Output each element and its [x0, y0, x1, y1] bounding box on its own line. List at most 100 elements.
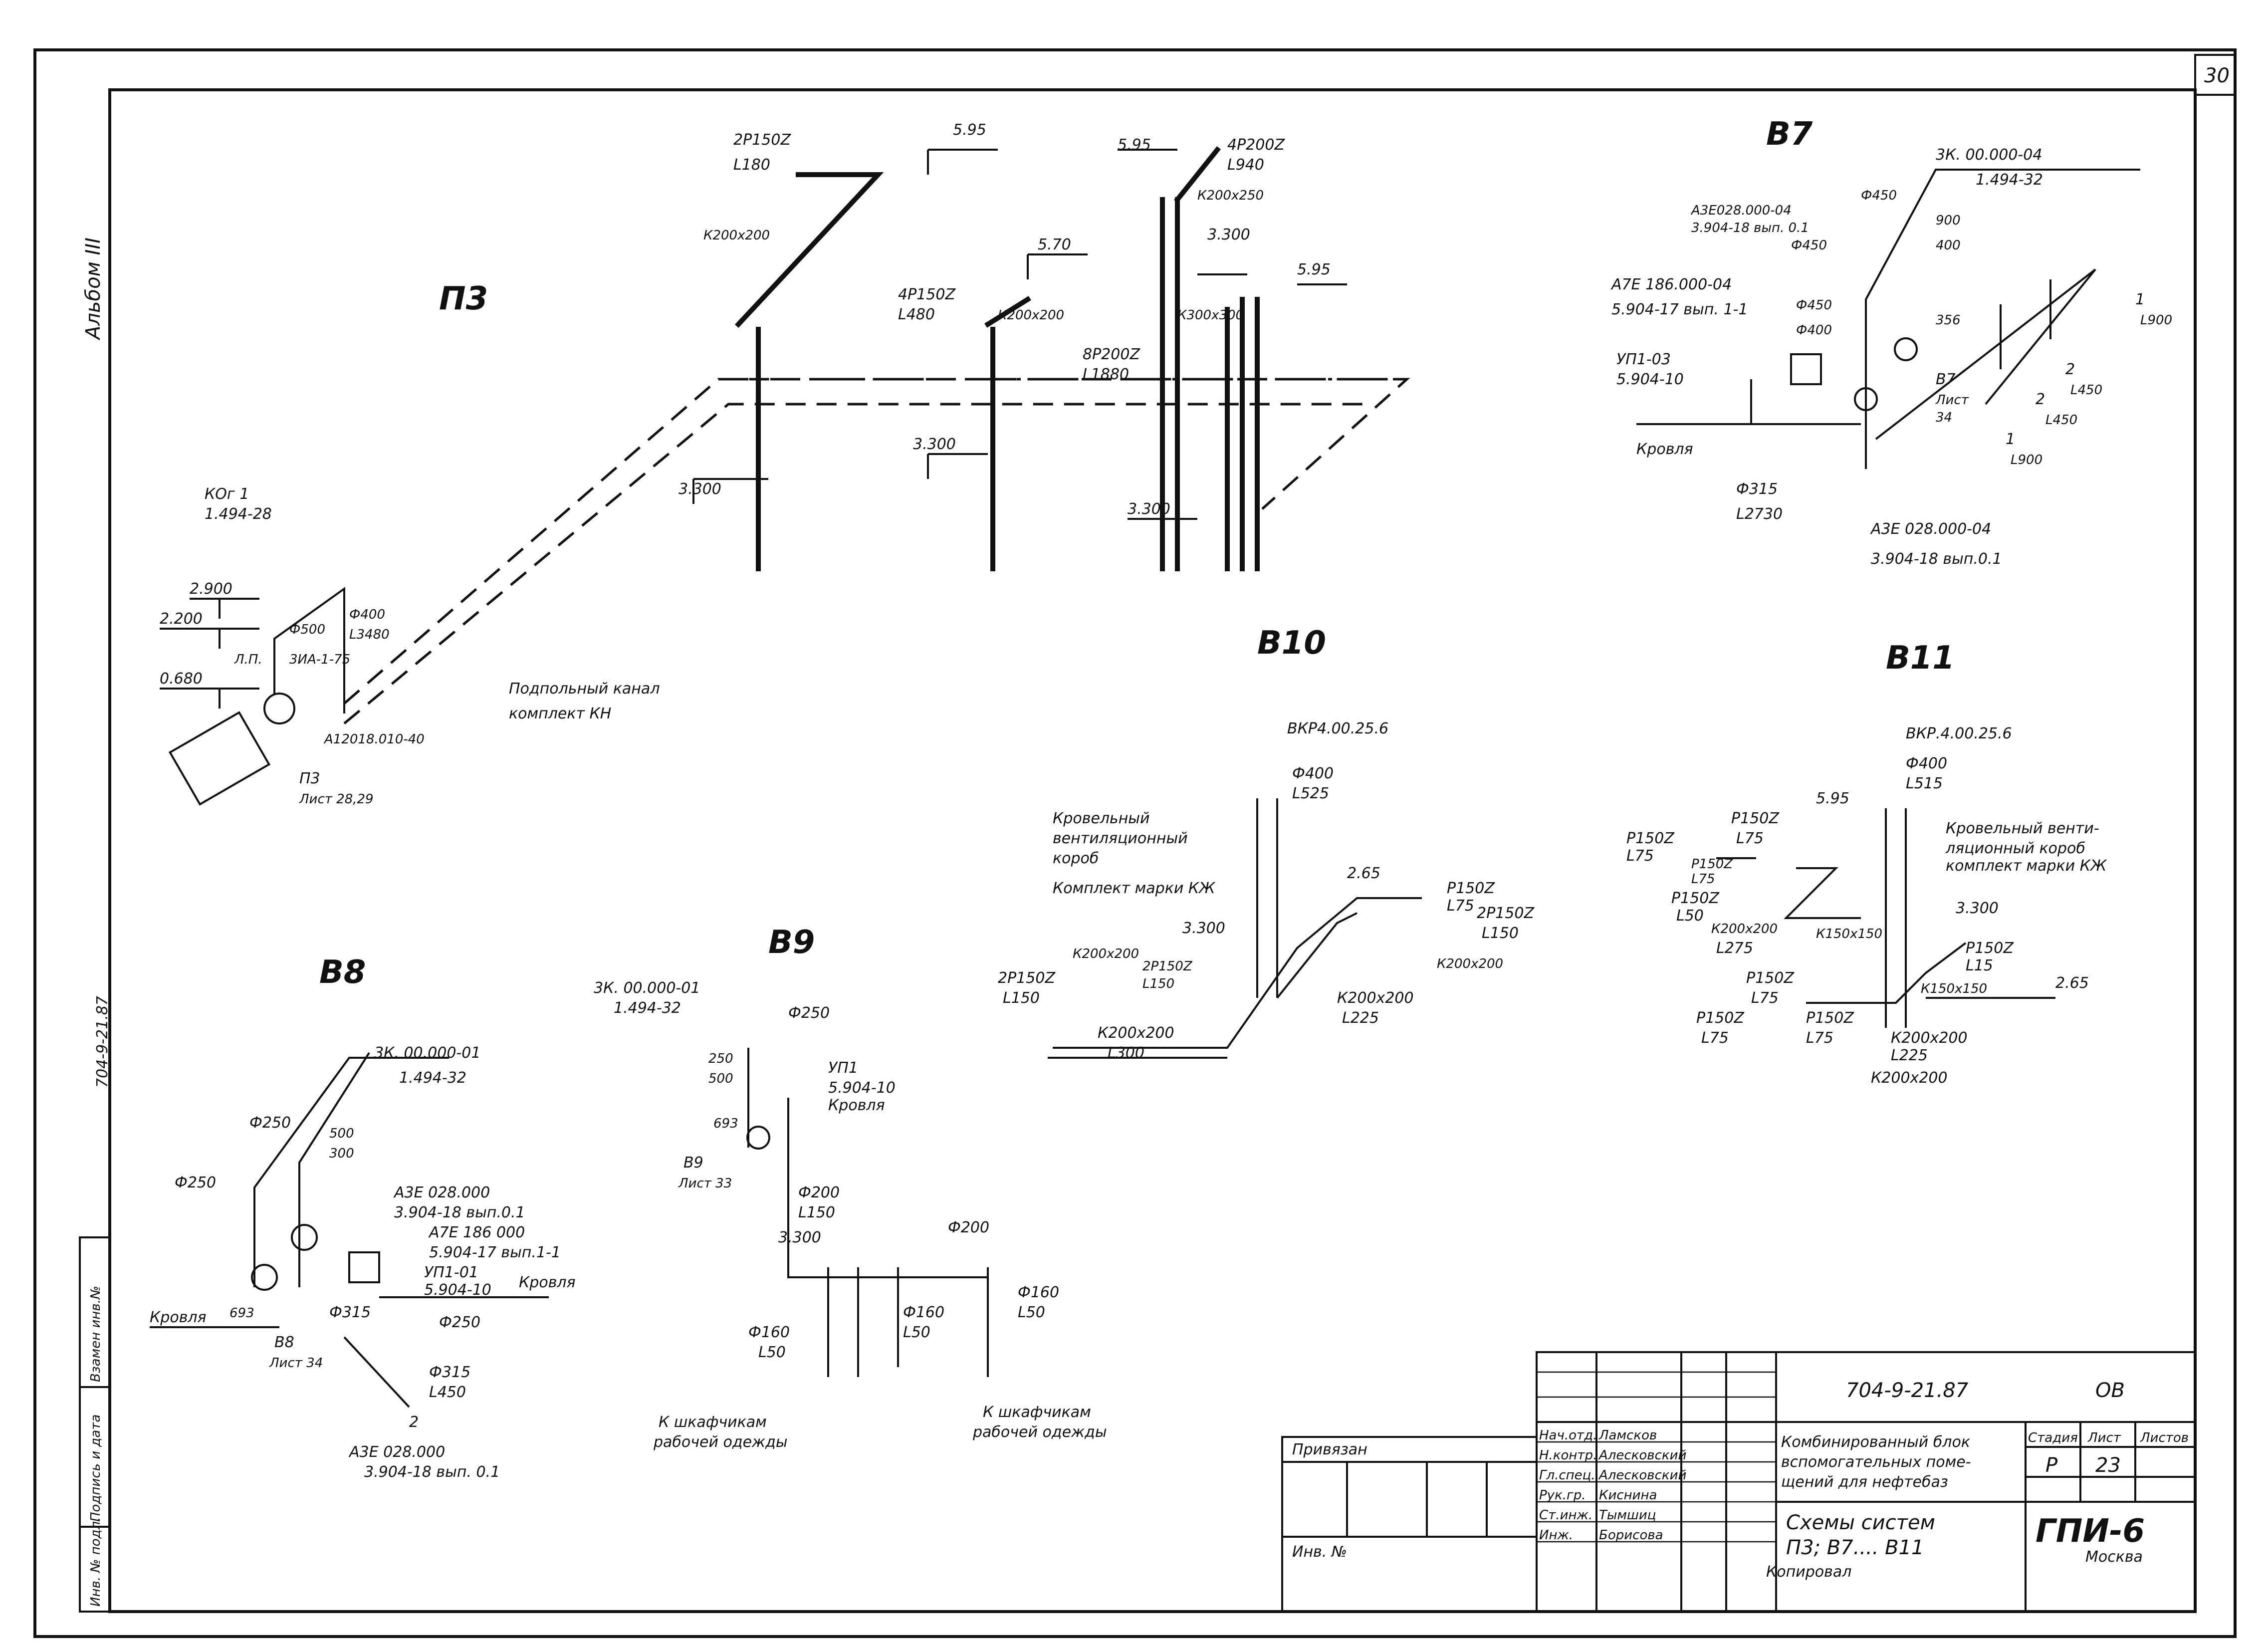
svg-text:А3Е 028.000-04: А3Е 028.000-04 [1870, 520, 1991, 538]
svg-text:704-9-21.87: 704-9-21.87 [1846, 1379, 1969, 1402]
svg-text:Ф450: Ф450 [1796, 298, 1832, 313]
svg-text:КОг 1: КОг 1 [205, 485, 249, 503]
svg-text:К шкафчикам: К шкафчикам [983, 1404, 1091, 1421]
svg-text:400: 400 [1936, 238, 1961, 253]
svg-text:Ф160: Ф160 [748, 1324, 790, 1341]
svg-text:Лист: Лист [2087, 1430, 2121, 1445]
svg-text:К шкафчикам: К шкафчикам [659, 1414, 767, 1431]
svg-text:А7Е 186 000: А7Е 186 000 [428, 1224, 525, 1241]
svg-text:Кровля: Кровля [1636, 441, 1693, 458]
svg-text:Ст.инж.: Ст.инж. [1539, 1508, 1592, 1523]
svg-text:5.95: 5.95 [1816, 790, 1849, 807]
svg-text:Тымшиц: Тымшиц [1599, 1508, 1656, 1523]
svg-text:L150: L150 [1003, 989, 1040, 1007]
svg-text:3.904-18 вып.0.1: 3.904-18 вып.0.1 [394, 1204, 525, 1221]
svg-text:L3480: L3480 [349, 627, 390, 642]
svg-text:Ф250: Ф250 [175, 1174, 216, 1191]
svg-text:L225: L225 [1891, 1047, 1928, 1064]
svg-text:Алесковский: Алесковский [1598, 1468, 1686, 1483]
svg-text:А7Е 186.000-04: А7Е 186.000-04 [1610, 276, 1732, 293]
system-b10: В10 ВКР4.00.25.6 Ф400 L525 Кровельный ве… [998, 625, 1535, 1062]
svg-text:УП1-03: УП1-03 [1616, 351, 1671, 368]
page-number: 30 [2204, 64, 2230, 87]
svg-text:К200х200: К200х200 [1073, 946, 1139, 961]
svg-text:Киснина: Киснина [1599, 1488, 1657, 1503]
svg-text:L75: L75 [1691, 872, 1715, 887]
svg-text:L180: L180 [733, 156, 770, 174]
side-stamp: Инв. № подл. Подпись и дата Взамен инв.№ [79, 1236, 111, 1613]
svg-text:Листов: Листов [2140, 1430, 2189, 1445]
svg-text:К200х200: К200х200 [1437, 956, 1503, 971]
b10-title: В10 [1257, 625, 1326, 662]
svg-text:L300: L300 [1108, 1044, 1144, 1062]
svg-text:L50: L50 [758, 1344, 786, 1361]
svg-text:Кровельный: Кровельный [1053, 810, 1150, 827]
svg-text:Ф400: Ф400 [1292, 765, 1334, 782]
svg-text:Р150Z: Р150Z [1731, 810, 1780, 827]
svg-text:Кровельный венти-: Кровельный венти- [1946, 820, 2099, 837]
svg-text:4Р200Z: 4Р200Z [1227, 136, 1285, 154]
svg-text:L450: L450 [2070, 383, 2102, 398]
svg-text:3.904-18 вып.0.1: 3.904-18 вып.0.1 [1871, 550, 2002, 568]
page-number-box [2194, 54, 2236, 96]
svg-text:Инв. №: Инв. № [1292, 1543, 1347, 1561]
svg-text:2: 2 [2065, 361, 2075, 378]
svg-text:L15: L15 [1966, 957, 1993, 974]
side-doc-code: 704-9-21.87 [94, 996, 111, 1088]
svg-text:ляционный короб: ляционный короб [1945, 840, 2085, 857]
svg-text:500: 500 [329, 1126, 354, 1141]
svg-text:L50: L50 [1676, 907, 1704, 925]
svg-text:3.300: 3.300 [679, 480, 721, 498]
svg-text:К200х200: К200х200 [1871, 1069, 1948, 1087]
svg-text:Кровля: Кровля [828, 1097, 885, 1114]
svg-text:693: 693 [229, 1306, 254, 1321]
svg-text:L75: L75 [1447, 897, 1474, 915]
svg-text:К200х250: К200х250 [1197, 188, 1264, 203]
svg-text:1.494-32: 1.494-32 [614, 999, 681, 1017]
svg-text:рабочей одежды: рабочей одежды [653, 1433, 788, 1451]
svg-text:L50: L50 [903, 1324, 930, 1341]
svg-text:В8: В8 [274, 1334, 294, 1351]
svg-text:К200х200: К200х200 [1337, 989, 1414, 1007]
svg-text:Лист 33: Лист 33 [678, 1176, 732, 1191]
svg-text:L480: L480 [898, 306, 935, 323]
b7-title: В7 [1766, 116, 1813, 153]
svg-text:L75: L75 [1626, 847, 1654, 865]
svg-text:К200х200: К200х200 [1891, 1029, 1968, 1047]
svg-text:К200х200: К200х200 [998, 308, 1064, 323]
svg-text:Ф160: Ф160 [903, 1304, 944, 1321]
svg-text:комплект КН: комплект КН [509, 705, 611, 722]
svg-text:щений для нефтебаз: щений для нефтебаз [1781, 1473, 1948, 1491]
svg-text:УП1: УП1 [828, 1059, 858, 1077]
svg-text:L450: L450 [429, 1384, 466, 1401]
svg-text:Гл.спец.: Гл.спец. [1539, 1468, 1595, 1483]
svg-text:Ф250: Ф250 [439, 1314, 480, 1331]
svg-text:4Р150Z: 4Р150Z [898, 286, 956, 303]
outer-frame [33, 48, 2237, 1638]
system-b9: В9 3К. 00.000-01 1.494-32 Ф250 250 500 У… [594, 924, 1107, 1451]
svg-text:Лист 34: Лист 34 [269, 1356, 323, 1371]
b8-title: В8 [319, 954, 366, 991]
svg-text:короб: короб [1053, 850, 1099, 867]
svg-text:комплект марки КЖ: комплект марки КЖ [1946, 857, 2107, 875]
svg-text:2.65: 2.65 [1347, 865, 1380, 882]
svg-text:L940: L940 [1227, 156, 1264, 174]
svg-text:А3Е 028.000: А3Е 028.000 [348, 1443, 445, 1461]
svg-text:Ф500: Ф500 [289, 622, 325, 637]
svg-text:8Р200Z: 8Р200Z [1083, 346, 1140, 363]
svg-text:вспомогательных поме-: вспомогательных поме- [1781, 1453, 1971, 1471]
svg-text:Нач.отд.: Нач.отд. [1539, 1428, 1597, 1443]
svg-text:3.300: 3.300 [913, 436, 956, 453]
svg-text:2Р150Z: 2Р150Z [733, 131, 791, 149]
svg-text:А3Е028.000-04: А3Е028.000-04 [1690, 203, 1792, 218]
svg-text:L75: L75 [1751, 989, 1779, 1007]
svg-text:2: 2 [2036, 391, 2045, 408]
svg-text:Взамен инв.№: Взамен инв.№ [88, 1286, 103, 1382]
system-b8: В8 3К. 00.000-01 1.494-32 Ф250 500 300 Ф… [150, 954, 576, 1481]
svg-text:Лист: Лист [1935, 393, 1969, 408]
svg-text:ГПИ-6: ГПИ-6 [2036, 1513, 2145, 1550]
svg-text:3К. 00.000-01: 3К. 00.000-01 [374, 1044, 480, 1062]
svg-text:Кровля: Кровля [519, 1274, 576, 1291]
album-label: Альбом III [82, 237, 105, 341]
svg-text:5.904-17 вып. 1-1: 5.904-17 вып. 1-1 [1611, 301, 1748, 318]
